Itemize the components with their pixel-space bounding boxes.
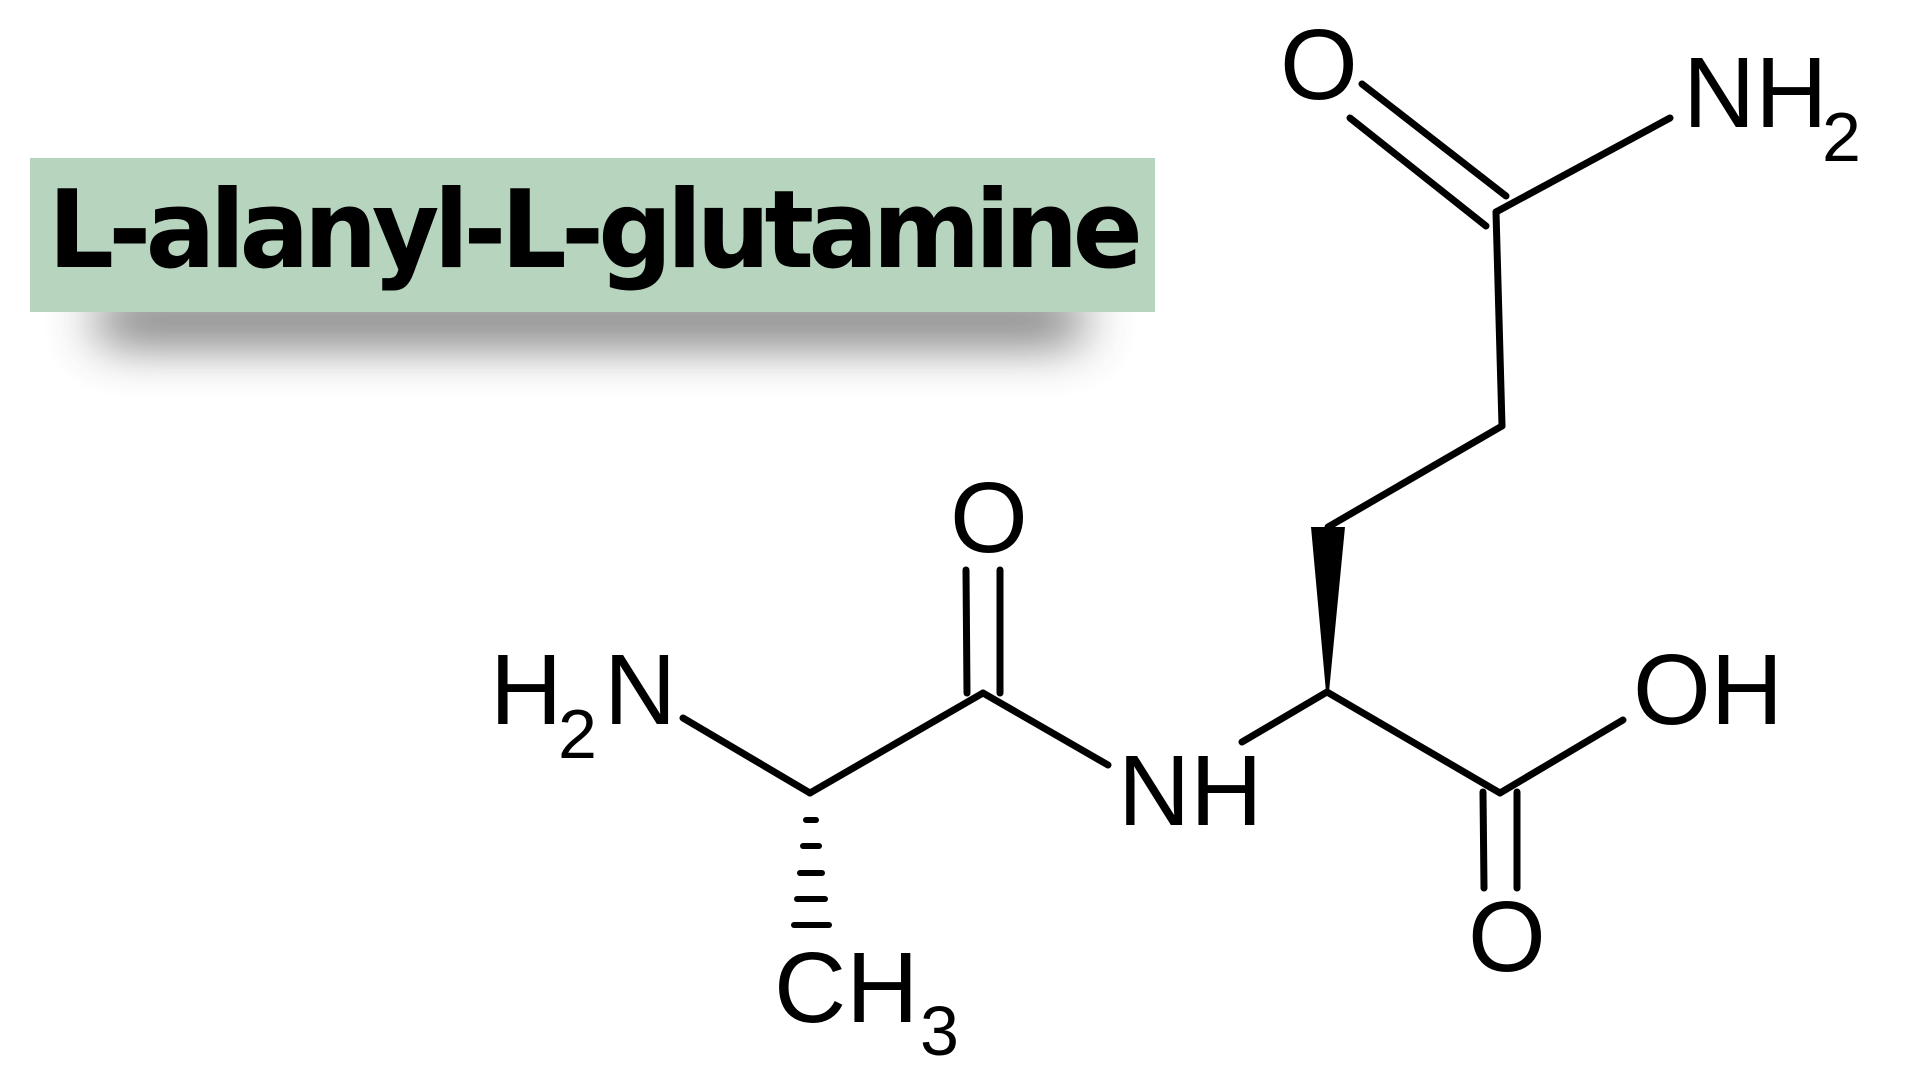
bond-amide-c-n	[1492, 114, 1674, 216]
compound-title: L-alanyl-L-glutamine	[48, 168, 1143, 293]
svg-text:NH: NH	[1683, 37, 1827, 149]
bond-c-nh	[979, 689, 1112, 769]
bond-n-alaC	[679, 714, 814, 797]
bond-alpha-cooh	[1323, 688, 1504, 797]
svg-text:3: 3	[920, 992, 959, 1070]
label-amine-h2n: H 2 N	[490, 634, 676, 773]
svg-text:2: 2	[1822, 98, 1861, 176]
label-amide-nh2: NH 2	[1683, 37, 1861, 176]
bond-chain-1	[1492, 208, 1506, 430]
label-amide-oxygen: O	[1280, 9, 1358, 121]
svg-text:H: H	[490, 634, 562, 746]
svg-text:N: N	[604, 634, 676, 746]
svg-text:CH: CH	[774, 932, 918, 1044]
svg-text:2: 2	[558, 695, 597, 773]
label-carboxyl-oxygen: O	[1468, 881, 1546, 993]
title-banner: L-alanyl-L-glutamine	[30, 158, 1155, 312]
bond-amide-co-double	[1346, 80, 1510, 230]
bond-alaC-c	[806, 689, 987, 797]
bond-peptide-co-double	[962, 566, 1004, 697]
label-peptide-nh: NH	[1118, 735, 1262, 847]
bond-chain-2	[1324, 422, 1506, 531]
bond-c-oh	[1496, 716, 1627, 797]
hashed-bond	[791, 817, 832, 928]
bond-alpha-nh	[1238, 688, 1331, 746]
bond-carboxyl-double	[1479, 788, 1521, 892]
wedge-bond	[1311, 527, 1345, 692]
label-hydroxyl: OH	[1633, 634, 1783, 746]
label-methyl: CH 3	[774, 932, 959, 1070]
label-peptide-oxygen: O	[950, 462, 1028, 574]
